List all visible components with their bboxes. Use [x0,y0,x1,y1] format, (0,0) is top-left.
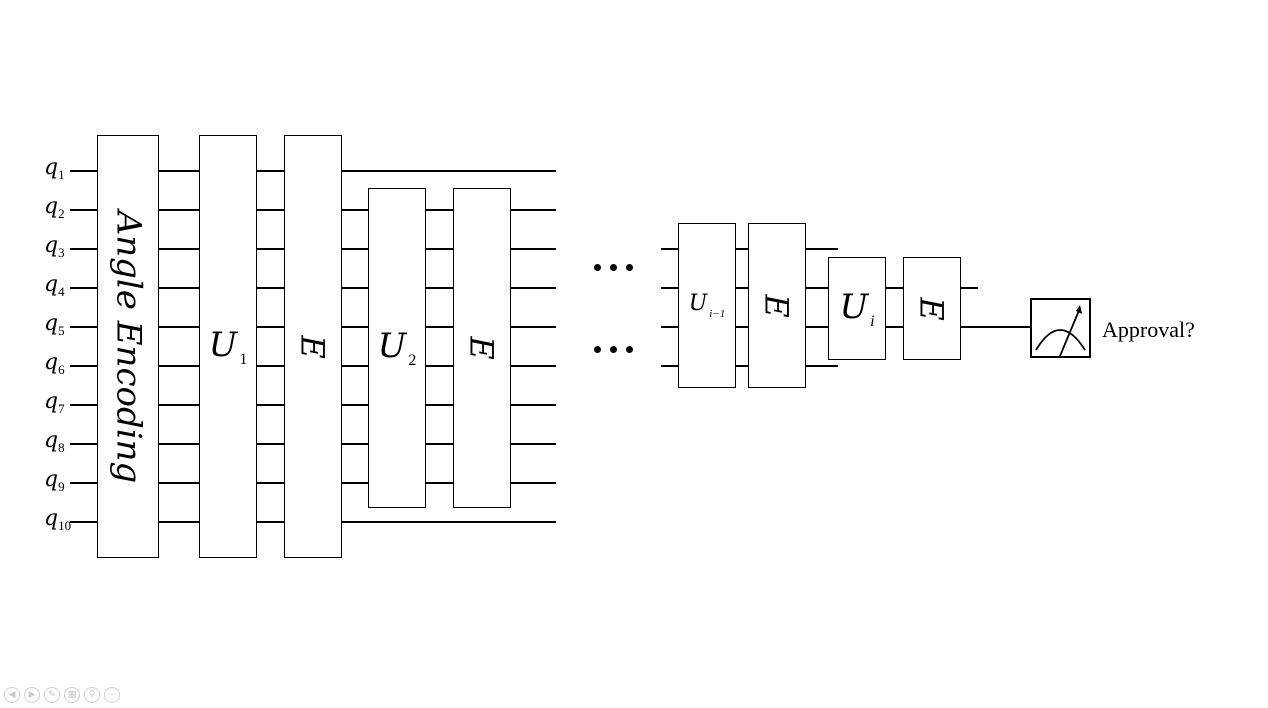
zoom-icon[interactable]: ⚲ [84,687,100,703]
next-icon[interactable]: ▶ [24,687,40,703]
measurement-label: Approval? [1102,317,1195,342]
entangler-label-1: E [293,334,332,359]
entangler-label-4: E [912,296,951,321]
dot [610,264,617,271]
u-i-subscript: i [870,312,875,330]
more-icon[interactable]: ⋯ [104,687,120,703]
qubit-symbol: q [44,194,59,219]
entangler-gate-2: E [453,188,511,508]
qubit-label: q7 [44,391,65,420]
u-i-minus-1-subscript: i−1 [709,308,726,320]
qubit-label: q2 [44,196,65,225]
angle-encoding-gate: Angle Encoding [97,135,159,558]
qubit-symbol: q [44,350,59,375]
qubit-index: 6 [58,362,65,377]
qubit-symbol: q [44,311,59,336]
prev-icon[interactable]: ◀ [4,687,20,703]
u-i-minus-1-symbol: U [688,291,708,316]
qubit-symbol: q [44,233,59,258]
qubit-symbol: q [44,272,59,297]
qubit-label: q5 [44,313,65,342]
qubit-label: q10 [44,508,71,537]
qubit-index: 9 [58,479,65,494]
pen-icon[interactable]: ✎ [44,687,60,703]
u1-subscript: 1 [239,350,248,368]
entangler-label-3: E [757,293,796,318]
slides-icon[interactable]: ▦ [64,687,80,703]
qubit-label: q1 [44,157,65,186]
dot [610,346,617,353]
qubit-index: 4 [58,284,65,299]
entangler-label-2: E [462,336,501,360]
qubit-label: q6 [44,352,65,381]
u-i-symbol: U [839,286,869,327]
entangler-gate-4: E [903,257,961,360]
qubit-symbol: q [44,155,59,180]
qubit-index: 8 [58,440,65,455]
dot [594,264,601,271]
qubit-symbol: q [44,389,59,414]
u2-subscript: 2 [408,352,417,369]
qubit-label: q8 [44,430,65,459]
measurement-gate [1030,298,1091,358]
u1-symbol: U [208,324,238,365]
qubit-index: 10 [58,518,72,533]
ellipsis-bottom [594,346,633,353]
qubit-label: q9 [44,469,65,498]
qubit-symbol: q [44,506,59,531]
qubit-index: 2 [58,206,65,221]
ellipsis-top [594,264,633,271]
slideshow-toolbar[interactable]: ◀ ▶ ✎ ▦ ⚲ ⋯ [4,687,120,703]
u2-symbol: U [377,326,407,366]
dot [626,346,633,353]
qubit-index: 3 [58,245,65,260]
qubit-symbol: q [44,467,59,492]
qubit-index: 1 [58,167,65,182]
qubit-label: q4 [44,274,65,303]
qubit-label: q3 [44,235,65,264]
dot [626,264,633,271]
entangler-gate-3: E [748,223,806,388]
angle-encoding-label: Angle Encoding [108,210,148,483]
qubit-symbol: q [44,428,59,453]
entangler-gate-1: E [284,135,342,558]
qubit-index: 7 [58,401,65,416]
dot [594,346,601,353]
meter-icon [1035,305,1086,356]
qubit-index: 5 [58,323,65,338]
